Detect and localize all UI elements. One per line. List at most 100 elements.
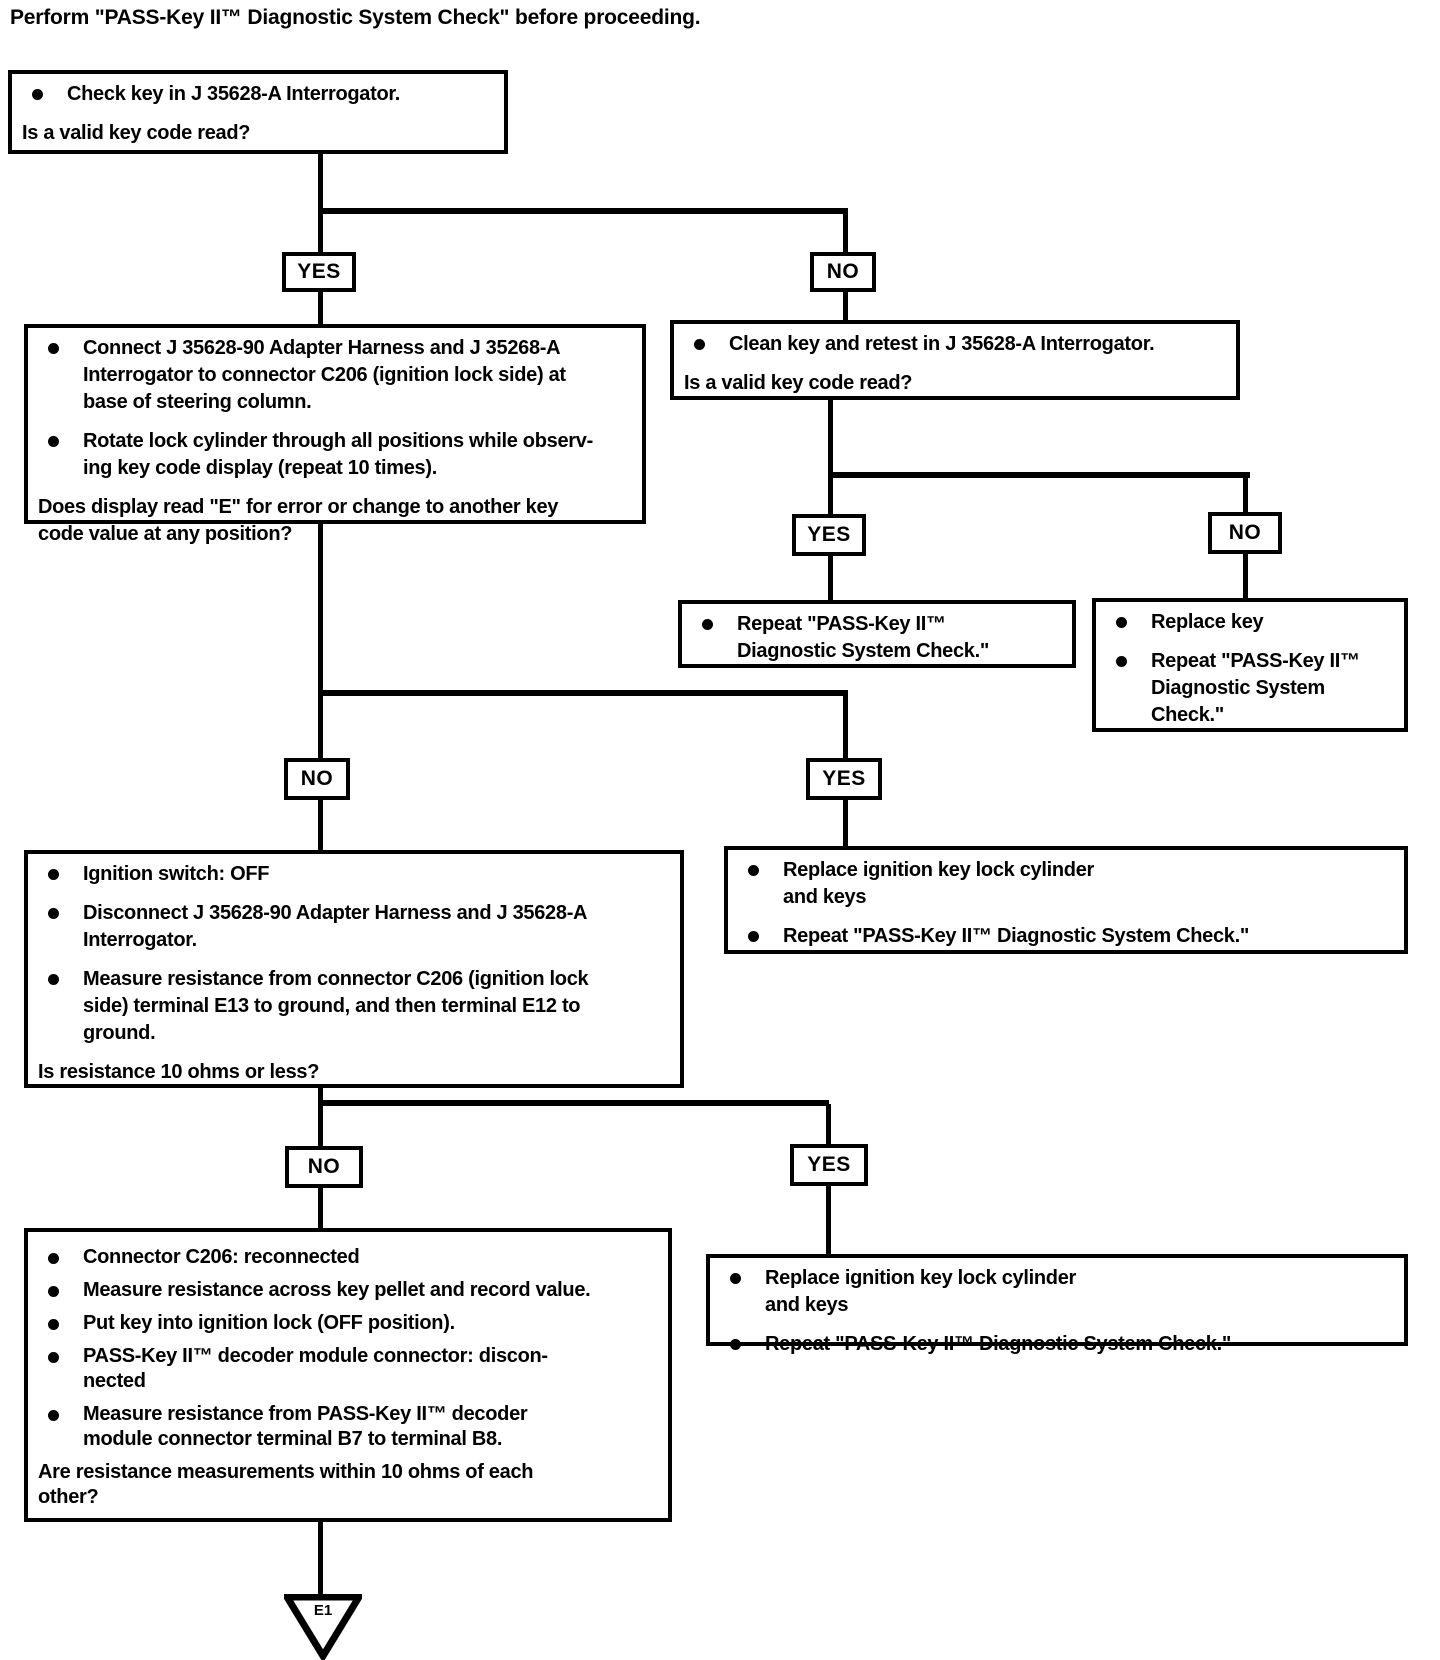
text-line: side) terminal E13 to ground, and then t…: [83, 995, 581, 1017]
bullet-icon: [694, 339, 705, 350]
connector-line: [1243, 554, 1248, 600]
text-line: Repeat "PASS-Key II™ Diagnostic System C…: [783, 925, 1250, 947]
bullet-icon: [48, 1319, 59, 1330]
branch-label-text: YES: [807, 523, 851, 546]
connector-line: [318, 524, 323, 694]
list-item: Repeat "PASS-Key II™ Diagnostic System C…: [734, 923, 1398, 950]
text-line: Check.": [1151, 704, 1224, 726]
text-line: Is a valid key code read?: [22, 122, 251, 144]
bullet-icon: [1116, 617, 1127, 628]
list-item: PASS-Key II™ decoder module connector: d…: [34, 1344, 662, 1394]
connector-line: [318, 690, 848, 696]
bullet-icon: [48, 869, 59, 880]
text-line: Diagnostic System Check.": [737, 640, 990, 662]
bullet-icon: [48, 1410, 59, 1421]
text-line: module connector terminal B7 to terminal…: [83, 1428, 503, 1450]
text-line: nected: [83, 1370, 146, 1392]
list-item: Measure resistance from connector C206 (…: [34, 966, 674, 1047]
connector-line: [828, 398, 833, 474]
text-line: base of steering column.: [83, 391, 312, 413]
bullet-icon: [702, 619, 713, 630]
flow-box-connect-adapter: Connect J 35628-90 Adapter Harness and J…: [24, 324, 646, 545]
flow-box-replace-cylinder-bottom: Replace ignition key lock cylinder and ke…: [706, 1254, 1408, 1355]
list-item: Repeat "PASS-Key II™ Diagnostic System C…: [716, 1331, 1398, 1358]
text-line: other?: [38, 1486, 99, 1508]
branch-label-no-4: NO: [285, 1146, 363, 1188]
connector-line: [826, 1104, 831, 1146]
branch-label-text: NO: [300, 767, 334, 790]
text-line: Does display read "E" for error or chang…: [38, 496, 559, 518]
list-item: Put key into ignition lock (OFF position…: [34, 1311, 662, 1336]
text-line: Check key in J 35628-A Interrogator.: [67, 83, 401, 105]
branch-label-text: NO: [826, 260, 860, 283]
text-line: PASS-Key II™ decoder module connector: d…: [83, 1345, 548, 1367]
connector-line: [843, 800, 848, 848]
list-item: Measure resistance from PASS-Key II™ dec…: [34, 1402, 662, 1452]
text-line: Put key into ignition lock (OFF position…: [83, 1312, 455, 1334]
branch-label-yes-3: YES: [806, 758, 882, 800]
text-line: Measure resistance across key pellet and…: [83, 1279, 591, 1301]
bullet-icon: [48, 974, 59, 985]
text-line: Interrogator.: [83, 929, 197, 951]
bullet-icon: [730, 1273, 741, 1284]
text-line: Is a valid key code read?: [684, 372, 913, 394]
text-line: Measure resistance from PASS-Key II™ dec…: [83, 1403, 528, 1425]
bullet-icon: [48, 1286, 59, 1297]
connector-line: [318, 292, 323, 326]
branch-label-text: NO: [1228, 521, 1262, 544]
branch-label-no-3: NO: [284, 758, 350, 800]
text-line: Are resistance measurements within 10 oh…: [38, 1461, 534, 1483]
text-line: Repeat "PASS-Key II™: [1151, 650, 1360, 672]
text-line: Connect J 35628-90 Adapter Harness and J…: [83, 337, 561, 359]
text-line: Connector C206: reconnected: [83, 1246, 360, 1268]
text-line: code value at any position?: [38, 523, 293, 545]
text-line: Disconnect J 35628-90 Adapter Harness an…: [83, 902, 588, 924]
list-item: Ignition switch: OFF: [34, 861, 674, 888]
text-line: Interrogator to connector C206 (ignition…: [83, 364, 566, 386]
text-line: Diagnostic System: [1151, 677, 1325, 699]
connector-line: [318, 1104, 323, 1148]
bullet-icon: [48, 1352, 59, 1363]
e1-label: E1: [314, 1602, 332, 1619]
connector-line: [826, 1186, 831, 1256]
connector-line: [843, 210, 848, 254]
text-line: Replace key: [1151, 611, 1264, 633]
branch-label-no-1: NO: [810, 252, 876, 292]
list-item: Rotate lock cylinder through all positio…: [34, 428, 636, 482]
text-line: Replace ignition key lock cylinder: [765, 1267, 1077, 1289]
bullet-icon: [748, 931, 759, 942]
branch-label-yes-4: YES: [790, 1144, 868, 1186]
bullet-icon: [48, 436, 59, 447]
question-text: Are resistance measurements within 10 oh…: [34, 1460, 662, 1510]
connector-line: [318, 1522, 323, 1600]
branch-label-text: NO: [307, 1155, 341, 1178]
text-line: and keys: [765, 1294, 849, 1316]
list-item: Clean key and retest in J 35628-A Interr…: [680, 331, 1230, 358]
text-line: Ignition switch: OFF: [83, 863, 270, 885]
text-line: Rotate lock cylinder through all positio…: [83, 430, 593, 452]
branch-label-no-2: NO: [1208, 512, 1282, 554]
branch-label-text: YES: [807, 1153, 851, 1176]
page-header-text: Perform "PASS-Key II™ Diagnostic System …: [10, 6, 701, 29]
text-line: Measure resistance from connector C206 (…: [83, 968, 589, 990]
list-item: Check key in J 35628-A Interrogator.: [18, 81, 498, 108]
bullet-icon: [748, 865, 759, 876]
question-text: Does display read "E" for error or chang…: [34, 494, 636, 548]
connector-line: [828, 556, 833, 602]
question-text: Is a valid key code read?: [18, 120, 498, 147]
list-item: Connector C206: reconnected: [34, 1245, 662, 1270]
text-line: and keys: [783, 886, 867, 908]
text-line: ground.: [83, 1022, 156, 1044]
list-item: Replace key: [1102, 609, 1398, 636]
text-line: Is resistance 10 ohms or less?: [38, 1061, 320, 1083]
offpage-connector-e1: E1: [280, 1593, 366, 1660]
branch-label-text: YES: [297, 260, 341, 283]
connector-line: [318, 1088, 323, 1102]
bullet-icon: [48, 343, 59, 354]
